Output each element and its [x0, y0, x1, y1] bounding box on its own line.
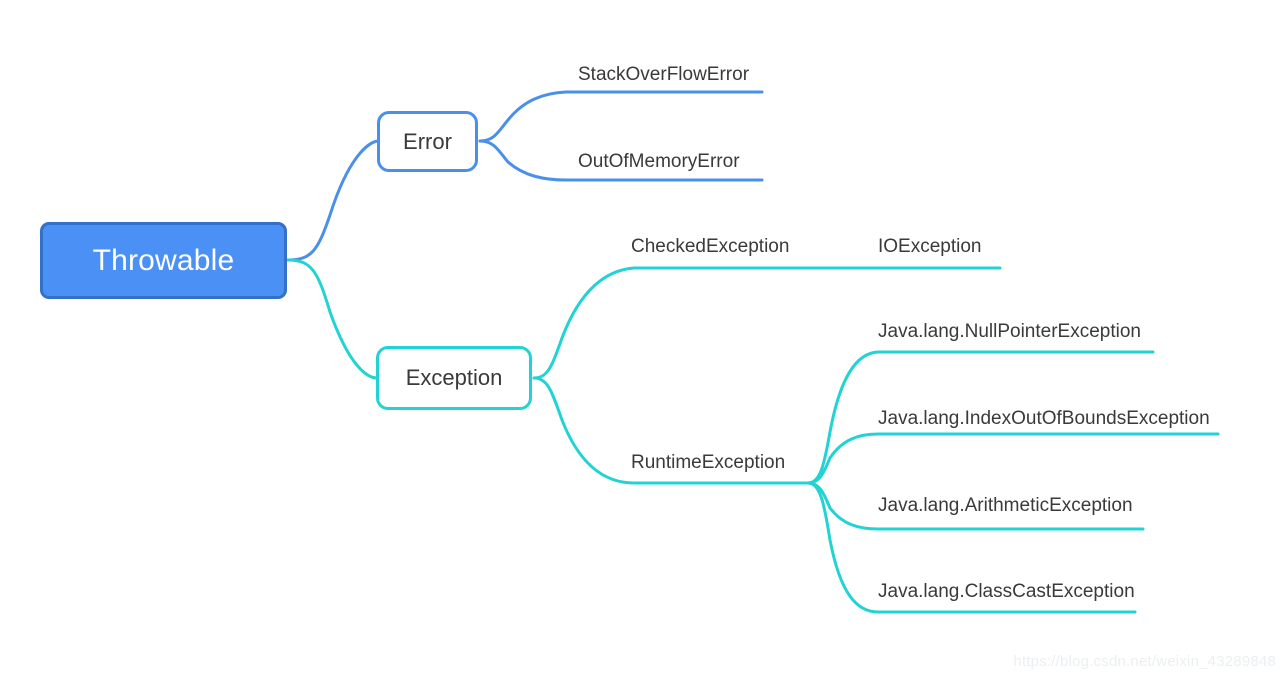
node-arithmeticexception[interactable]: Java.lang.ArithmeticException	[878, 495, 1133, 516]
node-stackoverflowerror[interactable]: StackOverFlowError	[578, 64, 750, 85]
node-error-label: Error	[403, 128, 452, 154]
link-root-to-exception	[286, 258, 379, 380]
node-runtimeexception[interactable]: RuntimeException	[631, 452, 786, 473]
node-ioexception[interactable]: IOException	[878, 236, 982, 257]
node-nullpointerexception[interactable]: Java.lang.NullPointerException	[878, 321, 1141, 342]
node-exception-label: Exception	[405, 365, 503, 390]
node-throwable-label: Throwable	[92, 243, 235, 277]
watermark: https://blog.csdn.net/weixin_43289848	[1013, 653, 1276, 670]
node-error[interactable]: Error	[377, 111, 478, 172]
link-root-to-error	[286, 139, 380, 262]
node-outofmemoryerror[interactable]: OutOfMemoryError	[578, 151, 740, 172]
node-checkedexception[interactable]: CheckedException	[631, 236, 790, 257]
node-indexoutofboundsexception[interactable]: Java.lang.IndexOutOfBoundsException	[878, 408, 1210, 429]
link-error-to-stackoverflowerror	[478, 90, 764, 143]
link-runtimeexception-to-indexoutofboundsexception	[806, 432, 1220, 485]
node-classcastexception[interactable]: Java.lang.ClassCastException	[878, 581, 1135, 602]
node-exception[interactable]: Exception	[376, 346, 532, 410]
node-throwable[interactable]: Throwable	[40, 222, 287, 299]
